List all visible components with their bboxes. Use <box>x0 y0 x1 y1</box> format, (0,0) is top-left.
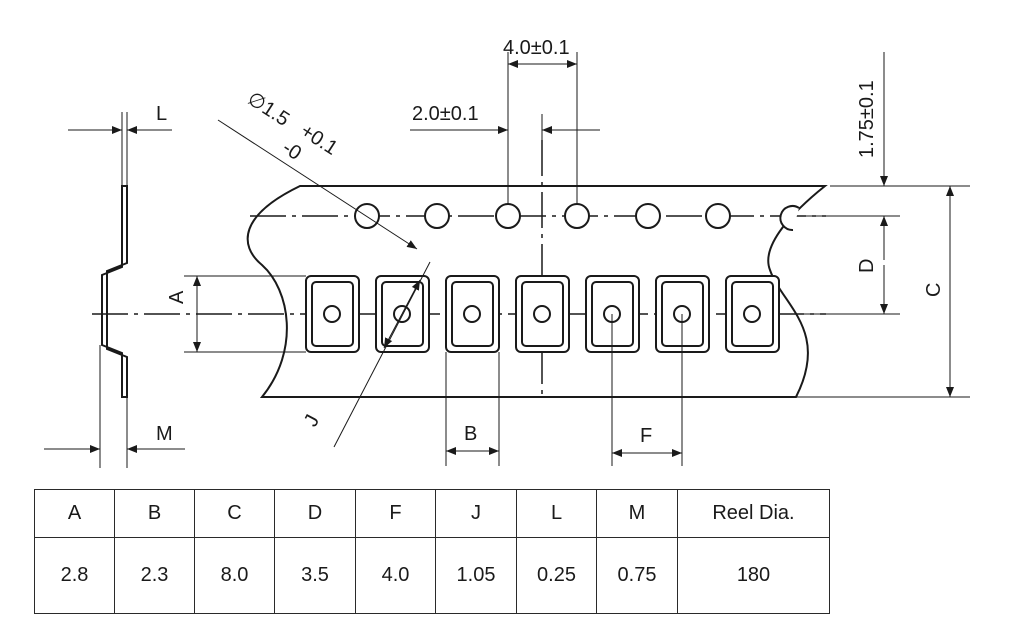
pocket <box>515 275 570 353</box>
label-hole-tolerance-plus: +0.1 <box>296 120 341 160</box>
label-A: A <box>166 290 188 304</box>
dimension-half-pitch <box>410 114 600 140</box>
label-half-pitch: 2.0±0.1 <box>412 103 479 125</box>
table-value-cell: 180 <box>677 537 830 614</box>
label-D: D <box>856 259 878 273</box>
dimension-table: A B C D F J L M Reel Dia. 2.8 2.3 8.0 3.… <box>34 489 830 614</box>
sprocket-hole <box>495 203 521 229</box>
tape-dimension-drawing: L M 4.0±0.1 <box>44 37 970 468</box>
table-value-cell: 2.8 <box>34 537 115 614</box>
table-header-cell: L <box>516 489 597 538</box>
table-header-cell: F <box>355 489 436 538</box>
dimension-hole-diameter-leader <box>217 119 418 250</box>
dimension-sprocket-pitch <box>507 52 578 204</box>
dimension-A <box>184 275 306 353</box>
table-value-cell: 0.75 <box>596 537 678 614</box>
tape-side-extension-lines <box>99 112 128 468</box>
label-M: M <box>156 423 173 445</box>
table-value-cell: 1.05 <box>435 537 517 614</box>
label-C: C <box>923 283 945 297</box>
table-value-cell: 4.0 <box>355 537 436 614</box>
table-value-cell: 3.5 <box>274 537 356 614</box>
label-sprocket-pitch: 4.0±0.1 <box>503 37 570 59</box>
label-B: B <box>464 423 477 445</box>
table-header-cell: Reel Dia. <box>677 489 830 538</box>
table-header-cell: C <box>194 489 275 538</box>
label-J: J <box>300 411 324 430</box>
dimension-J <box>333 261 431 448</box>
table-header-row: A B C D F J L M Reel Dia. <box>34 489 830 538</box>
table-header-cell: D <box>274 489 356 538</box>
dimension-F <box>611 314 683 466</box>
sprocket-hole <box>564 203 590 229</box>
sprocket-hole-partial <box>779 205 800 232</box>
pocket <box>725 275 780 353</box>
pocket <box>305 275 360 353</box>
tape-side-profile <box>101 185 128 398</box>
component-pockets <box>305 275 780 353</box>
table-value-row: 2.8 2.3 8.0 3.5 4.0 1.05 0.25 0.75 180 <box>34 537 830 614</box>
pocket <box>445 275 500 353</box>
table-value-cell: 2.3 <box>114 537 195 614</box>
dimension-B <box>445 352 500 466</box>
label-hole-diameter: ∅1.5 <box>243 88 293 131</box>
dimension-D <box>800 265 900 315</box>
table-header-cell: J <box>435 489 517 538</box>
table-value-cell: 0.25 <box>516 537 597 614</box>
sprocket-hole <box>635 203 661 229</box>
sprocket-hole <box>424 203 450 229</box>
label-F: F <box>640 425 652 447</box>
table-header-cell: A <box>34 489 115 538</box>
table-value-cell: 8.0 <box>194 537 275 614</box>
dimension-C <box>796 186 970 398</box>
sprocket-hole <box>705 203 731 229</box>
hole-diameter-text: ∅1.5 +0.1 -0 <box>243 88 341 165</box>
table-header-cell: M <box>596 489 678 538</box>
label-L: L <box>156 103 167 125</box>
table-header-cell: B <box>114 489 195 538</box>
label-edge-offset: 1.75±0.1 <box>856 80 878 158</box>
dimension-edge-offset <box>800 52 970 260</box>
